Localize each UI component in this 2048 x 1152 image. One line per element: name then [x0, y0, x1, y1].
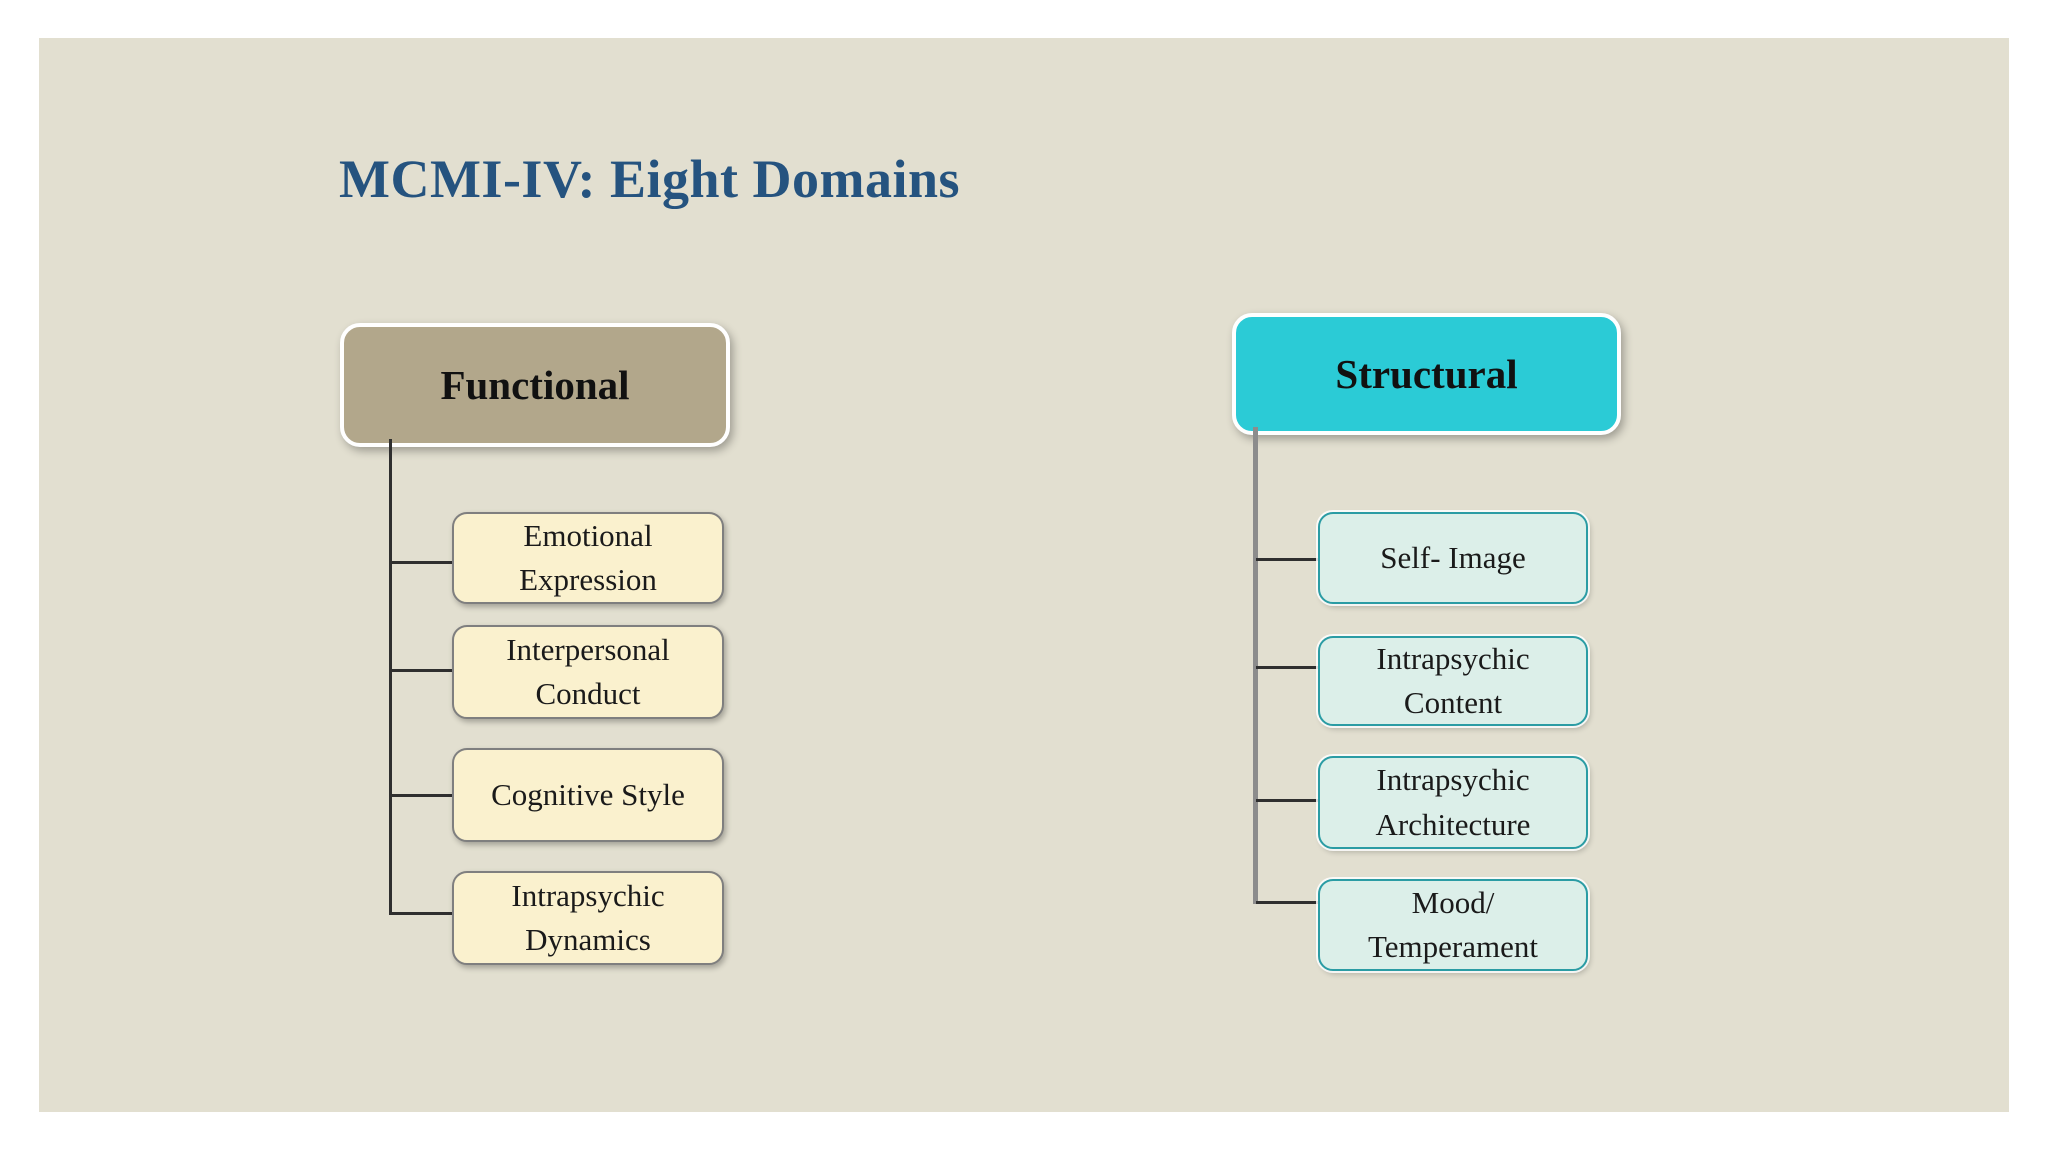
functional-branch-connector: [389, 912, 452, 915]
functional-branch-connector: [389, 561, 452, 564]
structural-root-label: Structural: [1335, 351, 1518, 397]
structural-root-node: Structural: [1232, 313, 1621, 435]
page-title: MCMI-IV: Eight Domains: [339, 149, 961, 209]
child-node-label: Intrapsychic Content: [1376, 640, 1530, 720]
child-node-cognitive-style: Cognitive Style: [452, 748, 724, 842]
child-node-label: Mood/ Temperament: [1368, 884, 1538, 964]
functional-root-label: Functional: [440, 362, 630, 408]
child-node-self-image: Self- Image: [1318, 512, 1588, 604]
functional-branch-connector: [389, 794, 452, 797]
functional-branch-connector: [389, 669, 452, 672]
child-node-interpersonal-conduct: Interpersonal Conduct: [452, 625, 724, 719]
child-node-label: Self- Image: [1380, 539, 1526, 575]
child-node-emotional-expression: Emotional Expression: [452, 512, 724, 604]
child-node-label: Cognitive Style: [491, 776, 685, 812]
slide-canvas: MCMI-IV: Eight Domains Functional Emotio…: [39, 38, 2009, 1112]
functional-root-node: Functional: [340, 323, 730, 447]
child-node-intrapsychic-content: Intrapsychic Content: [1318, 636, 1588, 726]
structural-branch-connector: [1256, 799, 1318, 802]
structural-trunk-connector: [1253, 427, 1258, 904]
functional-trunk-connector: [389, 439, 392, 915]
child-node-intrapsychic-dynamics: Intrapsychic Dynamics: [452, 871, 724, 965]
child-node-label: Interpersonal Conduct: [506, 631, 670, 711]
child-node-label: Intrapsychic Architecture: [1375, 762, 1531, 842]
child-node-label: Emotional Expression: [519, 517, 657, 597]
structural-branch-connector: [1256, 558, 1318, 561]
structural-branch-connector: [1256, 901, 1318, 904]
child-node-intrapsychic-architecture: Intrapsychic Architecture: [1318, 756, 1588, 849]
child-node-mood-temperament: Mood/ Temperament: [1318, 879, 1588, 971]
child-node-label: Intrapsychic Dynamics: [511, 877, 665, 957]
structural-branch-connector: [1256, 666, 1318, 669]
